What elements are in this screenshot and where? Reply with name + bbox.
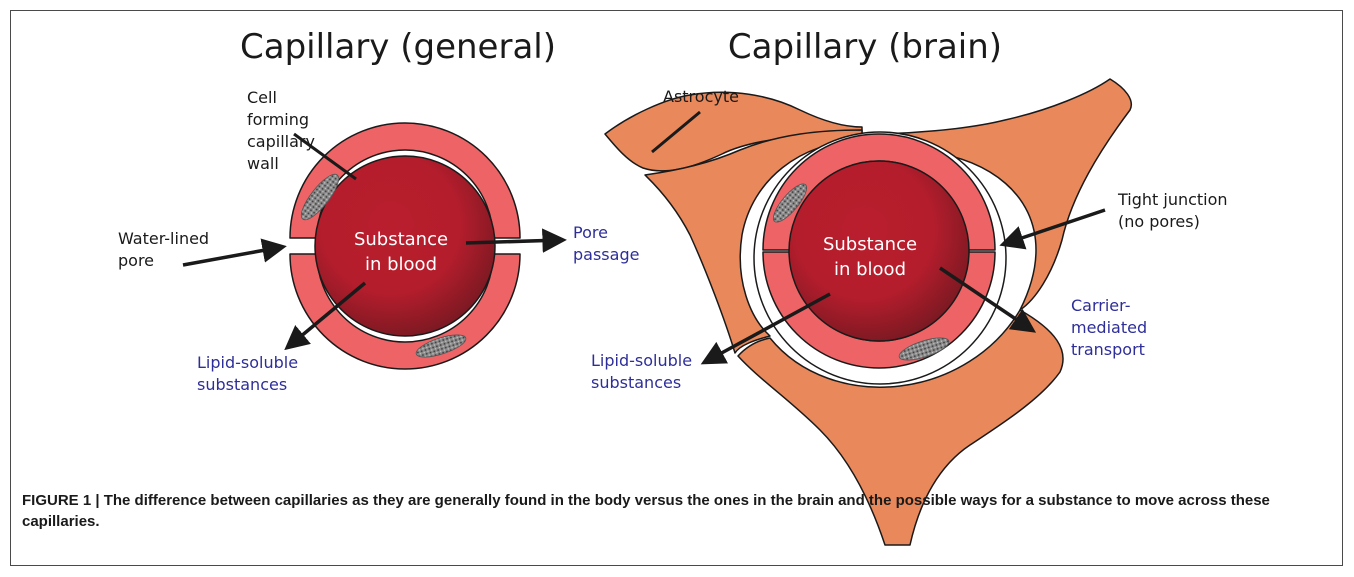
general-wall-label-line1: Cell	[247, 88, 277, 107]
tight-junction-label-line1: Tight junction	[1117, 190, 1228, 209]
general-wall-label-line4: wall	[247, 154, 279, 173]
tight-junction-label-line2: (no pores)	[1118, 212, 1200, 231]
general-pore-label-line2: pore	[118, 251, 154, 270]
general-blood-label-line1: Substance	[354, 229, 448, 250]
general-pore-passage-label-line1: Pore	[573, 223, 608, 242]
brain-capillary: Substance in blood Astrocyte Tight junct…	[591, 79, 1228, 545]
general-capillary: Substance in blood Cell forming capillar…	[118, 88, 639, 394]
carrier-label-line1: Carrier-	[1071, 296, 1130, 315]
general-blood-label-line2: in blood	[365, 254, 437, 275]
general-pore-arrow	[183, 247, 282, 265]
general-wall-label-line2: forming	[247, 110, 309, 129]
carrier-label-line2: mediated	[1071, 318, 1147, 337]
astrocyte-label: Astrocyte	[663, 87, 739, 106]
general-lipid-label-line2: substances	[197, 375, 287, 394]
title-general: Capillary (general)	[240, 27, 556, 67]
brain-lipid-label-line1: Lipid-soluble	[591, 351, 692, 370]
carrier-label-line3: transport	[1071, 340, 1145, 359]
brain-blood-label-line1: Substance	[823, 234, 917, 255]
general-pore-passage-label-line2: passage	[573, 245, 639, 264]
figure-caption: FIGURE 1 | The difference between capill…	[22, 490, 1322, 532]
brain-blood-label-line2: in blood	[834, 259, 906, 280]
title-brain: Capillary (brain)	[728, 27, 1002, 67]
brain-lipid-label-line2: substances	[591, 373, 681, 392]
general-lipid-label-line1: Lipid-soluble	[197, 353, 298, 372]
general-pore-label-line1: Water-lined	[118, 229, 209, 248]
